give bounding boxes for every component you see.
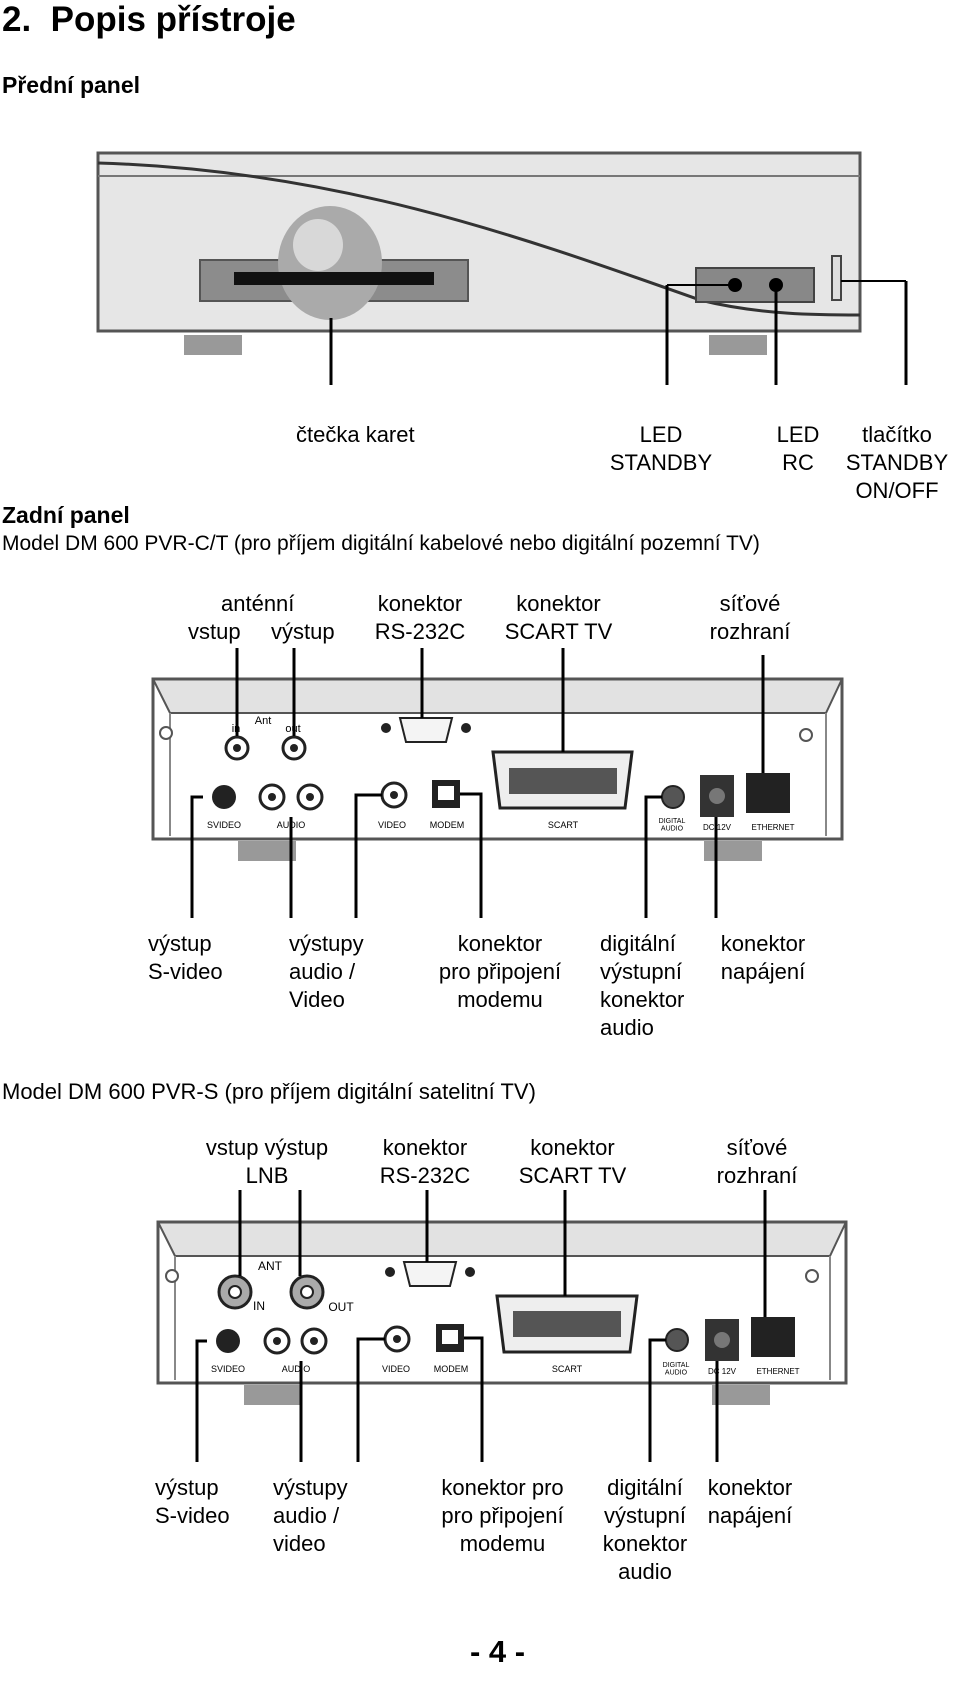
label-lnb: vstup výstup LNB [205, 1135, 329, 1188]
label-antenna-out: výstup [271, 619, 335, 644]
panel-label-modem: MODEM [430, 820, 465, 830]
label-digital-audio-connector: digitální výstupní konektor audio [600, 931, 685, 1040]
panel-label-ant: Ant [255, 715, 272, 727]
page-number: - 4 - [470, 1634, 526, 1669]
label-audio-video-out: výstupy audio / Video [289, 931, 364, 1012]
label-led-rc: LED RC [776, 422, 820, 475]
rear-panel-title: Zadní panel [2, 502, 130, 528]
model-s-title: Model DM 600 PVR-S (pro příjem digitální… [2, 1079, 536, 1104]
label-antenna-in: vstup [188, 619, 241, 644]
label-scart-s: konektor SCART TV [518, 1135, 627, 1188]
section-heading: 2. Popis přístroje [2, 0, 296, 39]
panel-label-audio-s: AUDIO [282, 1364, 311, 1374]
panel-label-ethernet: ETHERNET [751, 823, 794, 832]
label-led-standby: LED STANDBY [609, 422, 713, 475]
label-network: síťové rozhraní [709, 591, 791, 644]
label-rs232: konektor RS-232C [374, 591, 466, 644]
rear-panel-ct-diagram: in Ant out SVIDEO AUDIO VIDEO MODEM SCAR… [151, 648, 844, 918]
label-audio-video-out-s: výstupy audio / video [273, 1475, 348, 1556]
label-digital-audio-connector-s: digitální výstupní konektor audio [602, 1475, 688, 1584]
label-svideo-out: výstup S-video [148, 931, 223, 984]
rear-panel-s-diagram: ANT IN OUT SVIDEO AUDIO VIDEO MODEM SCAR… [156, 1190, 848, 1462]
panel-label-in-s: IN [253, 1299, 265, 1313]
label-power-connector-s: konektor napájení [707, 1475, 793, 1528]
label-power-connector: konektor napájení [720, 931, 806, 984]
panel-label-ant-s: ANT [258, 1259, 283, 1273]
model-ct-title: Model DM 600 PVR-C/T (pro příjem digitál… [2, 532, 760, 555]
panel-label-out-s: OUT [328, 1300, 354, 1314]
panel-label-dc-s: DC 12V [708, 1367, 737, 1376]
front-panel-title: Přední panel [2, 72, 141, 98]
panel-label-scart: SCART [548, 820, 579, 830]
panel-label-ethernet-s: ETHERNET [756, 1367, 799, 1376]
panel-label-svideo: SVIDEO [207, 820, 241, 830]
panel-label-video-s: VIDEO [382, 1364, 410, 1374]
label-standby-button: tlačítko STANDBY ON/OFF [845, 422, 949, 503]
panel-label-modem-s: MODEM [434, 1364, 469, 1374]
panel-label-video: VIDEO [378, 820, 406, 830]
label-modem-connector: konektor pro připojení modemu [438, 931, 562, 1012]
label-card-reader: čtečka karet [296, 422, 415, 447]
label-scart: konektor SCART TV [504, 591, 613, 644]
label-modem-connector-s: konektor pro pro připojení modemu [441, 1475, 564, 1556]
front-panel-diagram [96, 151, 908, 385]
label-network-s: síťové rozhraní [716, 1135, 798, 1188]
label-svideo-out-s: výstup S-video [155, 1475, 230, 1528]
label-antenna: anténní [221, 591, 295, 616]
panel-label-svideo-s: SVIDEO [211, 1364, 245, 1374]
panel-label-scart-s: SCART [552, 1364, 583, 1374]
label-rs232-s: konektor RS-232C [379, 1135, 471, 1188]
